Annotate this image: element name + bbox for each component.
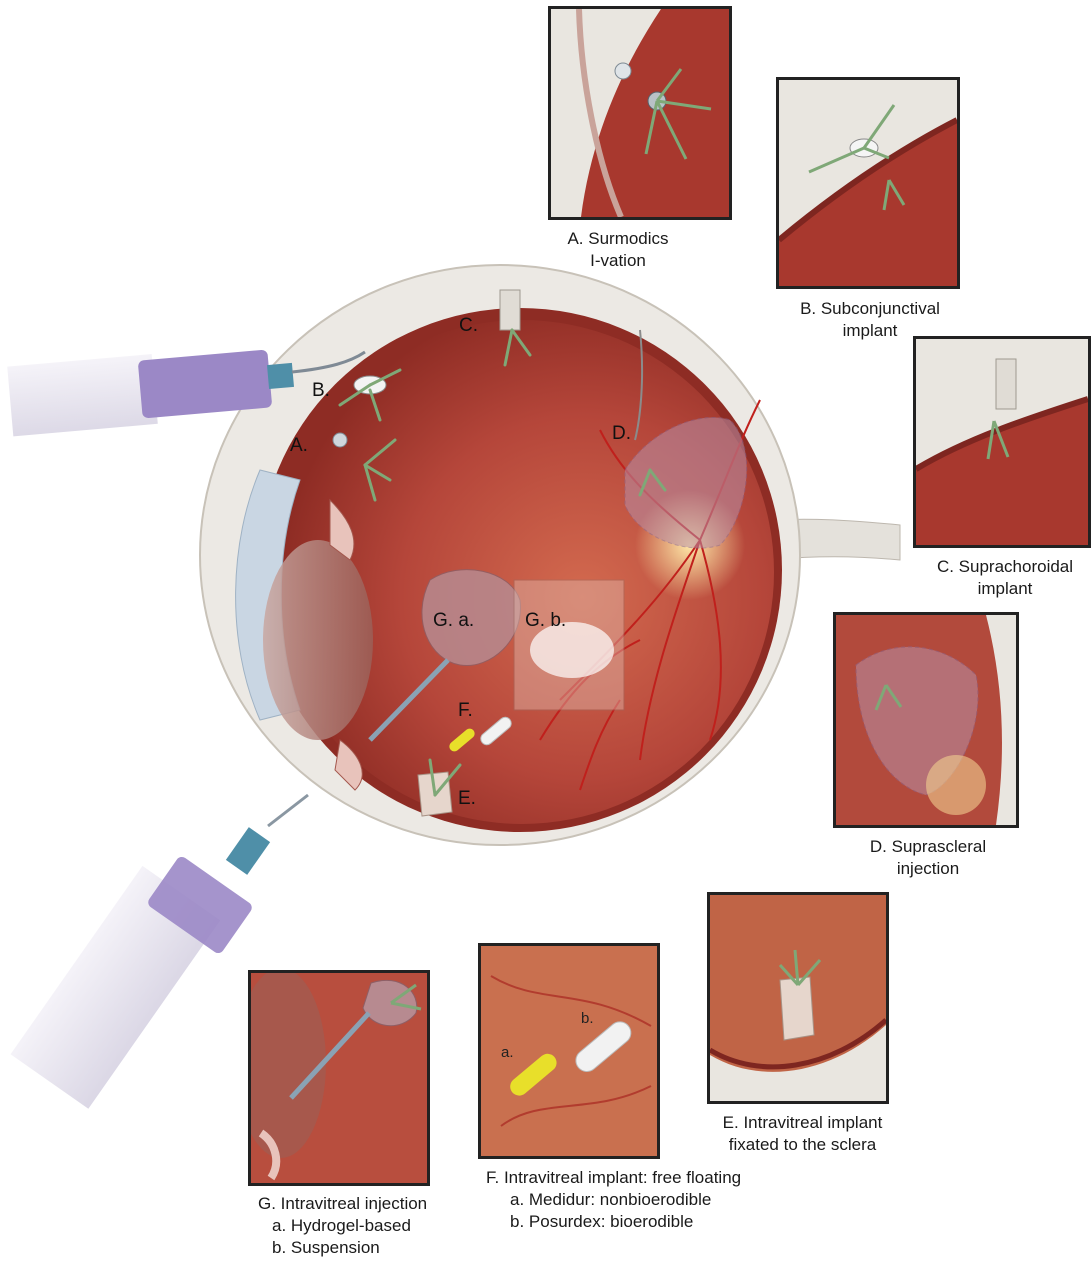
panel-b-art <box>779 80 957 286</box>
implant-c-marker <box>500 290 520 330</box>
caption-g: G. Intravitreal injection a. Hydrogel-ba… <box>258 1193 488 1259</box>
caption-e: E. Intravitreal implant fixated to the s… <box>690 1112 915 1156</box>
implant-a-marker <box>333 433 347 447</box>
panel-e <box>707 892 889 1104</box>
caption-f: F. Intravitreal implant: free floating a… <box>486 1167 806 1233</box>
caption-f-line1: F. Intravitreal implant: free floating <box>486 1167 806 1189</box>
sublabel-a: a. <box>501 1044 514 1061</box>
caption-a-line1: A. Surmodics <box>548 228 688 250</box>
caption-c-line2: implant <box>920 578 1090 600</box>
caption-d-line2: injection <box>838 858 1018 880</box>
caption-c: C. Suprachoroidal implant <box>920 556 1090 600</box>
lens <box>263 540 373 740</box>
caption-g-line3: b. Suspension <box>258 1237 488 1259</box>
label-e: E. <box>458 788 476 810</box>
label-gb: G. b. <box>525 610 566 632</box>
panel-d-art <box>836 615 1016 825</box>
caption-f-line3: b. Posurdex: bioerodible <box>486 1211 806 1233</box>
panel-e-art <box>710 895 886 1101</box>
caption-e-line2: fixated to the sclera <box>690 1134 915 1156</box>
panel-a-art <box>551 9 729 217</box>
panel-c-art <box>916 339 1088 545</box>
label-b: B. <box>312 380 330 402</box>
panel-c <box>913 336 1091 548</box>
caption-c-line1: C. Suprachoroidal <box>920 556 1090 578</box>
panel-a <box>548 6 732 220</box>
panel-g <box>248 970 430 1186</box>
caption-f-line2: a. Medidur: nonbioerodible <box>486 1189 806 1211</box>
panel-g-art <box>251 973 427 1183</box>
caption-e-line1: E. Intravitreal implant <box>690 1112 915 1134</box>
caption-a-line2: I-vation <box>548 250 688 272</box>
panel-b <box>776 77 960 289</box>
caption-b-line1: B. Subconjunctival <box>770 298 970 320</box>
label-c: C. <box>459 315 478 337</box>
label-f: F. <box>458 700 473 722</box>
caption-d: D. Suprascleral injection <box>838 836 1018 880</box>
caption-a: A. Surmodics I-vation <box>548 228 688 272</box>
caption-d-line1: D. Suprascleral <box>838 836 1018 858</box>
panel-f: a. b. <box>478 943 660 1159</box>
caption-g-line1: G. Intravitreal injection <box>258 1193 488 1215</box>
sublabel-b: b. <box>581 1010 594 1027</box>
panel-d <box>833 612 1019 828</box>
label-a: A. <box>290 435 308 457</box>
label-ga: G. a. <box>433 610 474 632</box>
label-d: D. <box>612 423 631 445</box>
caption-g-line2: a. Hydrogel-based <box>258 1215 488 1237</box>
